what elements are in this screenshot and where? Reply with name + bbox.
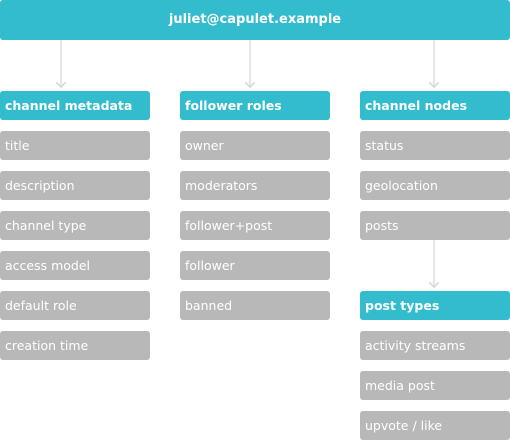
post-types-header: post types xyxy=(360,291,510,320)
channel-metadata-item: default role xyxy=(0,291,150,320)
channel-node-item: geolocation xyxy=(360,171,510,200)
post-type-item: media post xyxy=(360,371,510,400)
channel-node-item: status xyxy=(360,131,510,160)
follower-role-item: follower+post xyxy=(180,211,330,240)
channel-node-item: posts xyxy=(360,211,510,240)
channel-metadata-item: title xyxy=(0,131,150,160)
follower-role-item: owner xyxy=(180,131,330,160)
channel-metadata-item: description xyxy=(0,171,150,200)
follower-roles-header: follower roles xyxy=(180,91,330,120)
follower-role-item: banned xyxy=(180,291,330,320)
follower-role-item: moderators xyxy=(180,171,330,200)
follower-role-item: follower xyxy=(180,251,330,280)
channel-metadata-header: channel metadata xyxy=(0,91,150,120)
post-type-item: activity streams xyxy=(360,331,510,360)
post-type-item: upvote / like xyxy=(360,411,510,440)
root-node: juliet@capulet.example xyxy=(0,0,510,40)
channel-metadata-item: creation time xyxy=(0,331,150,360)
channel-metadata-item: channel type xyxy=(0,211,150,240)
channel-nodes-header: channel nodes xyxy=(360,91,510,120)
channel-metadata-item: access model xyxy=(0,251,150,280)
